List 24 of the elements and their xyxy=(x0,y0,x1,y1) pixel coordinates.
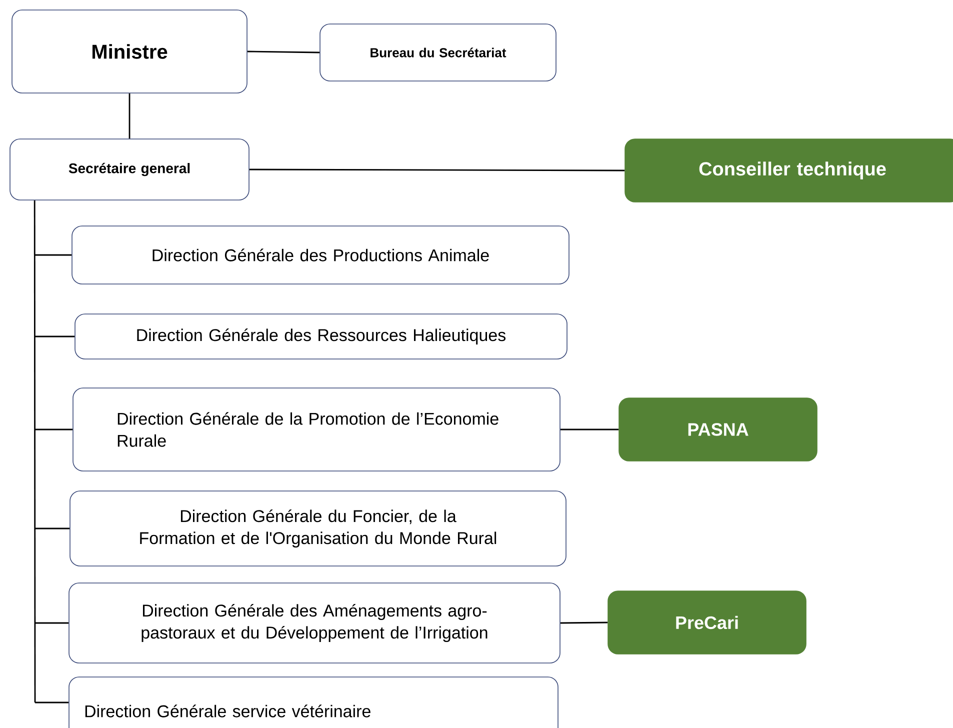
connector-line xyxy=(560,622,608,624)
office-box: Secrétaire general xyxy=(10,138,250,200)
department-box: Direction Générale des Ressources Halieutiques xyxy=(74,314,568,360)
connector-line xyxy=(35,528,70,530)
department-box: Direction Générale de la Promotion de l’Economie Rurale xyxy=(72,388,560,472)
title-box: Ministre xyxy=(12,10,248,94)
department-box: Direction Générale des Productions Animale xyxy=(72,226,570,284)
project-box: PreCari xyxy=(608,590,806,654)
connector-line xyxy=(247,50,320,54)
connector-line xyxy=(560,428,619,430)
advisor-box: Conseiller technique xyxy=(624,138,953,202)
connector-line xyxy=(34,200,36,702)
department-box: Direction Générale du Foncier, de la Formation et de l'Organisation du Monde Rural xyxy=(70,490,566,566)
office-box: Bureau du Secrétariat xyxy=(320,24,556,82)
connector-line xyxy=(35,622,69,624)
connector-line xyxy=(35,336,75,338)
connector-line xyxy=(35,702,69,704)
department-box: Direction Générale service vétérinaire xyxy=(68,676,558,728)
connector-line xyxy=(128,93,130,139)
project-box: PASNA xyxy=(618,398,818,462)
connector-line xyxy=(249,168,625,172)
connector-line xyxy=(35,428,73,430)
connector-line xyxy=(35,254,72,256)
department-box: Direction Générale des Aménagements agro-pastoraux et du Développement de l’Irrigation xyxy=(68,582,560,664)
